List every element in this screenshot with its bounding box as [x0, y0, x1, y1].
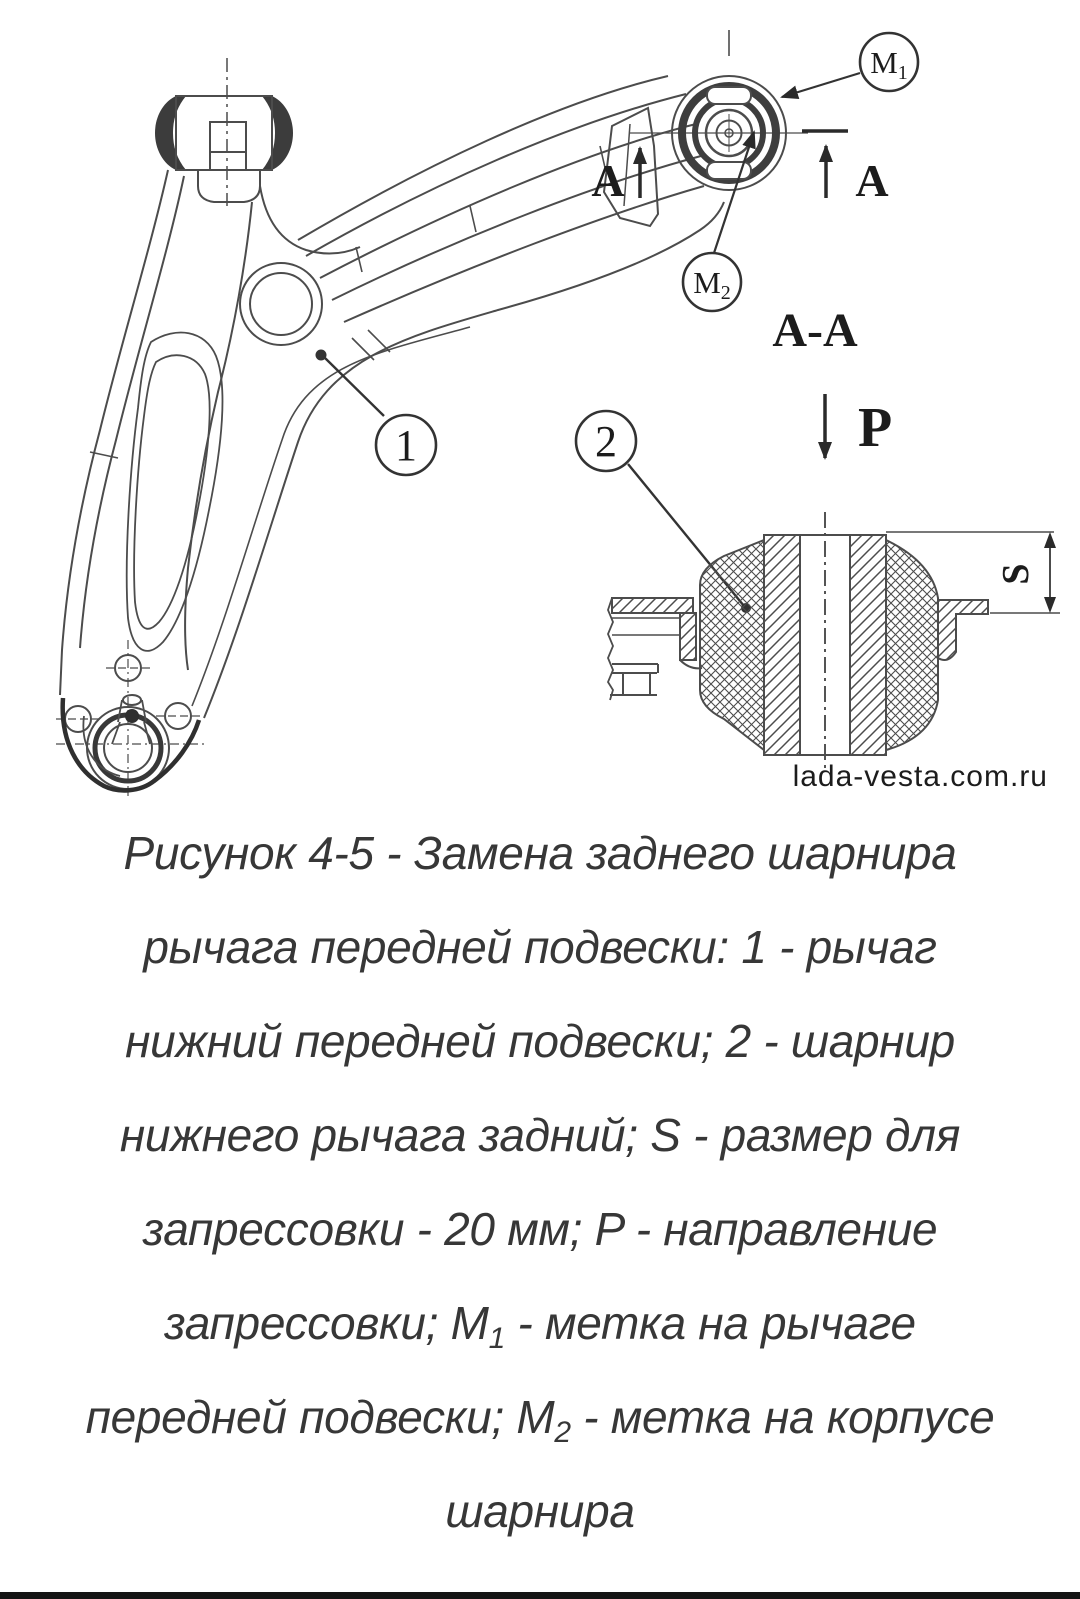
lightening-hole: [239, 262, 323, 346]
svg-text:M2: M2: [693, 265, 731, 304]
arm-bracket-section: [606, 597, 703, 701]
press-force-label: P: [858, 397, 892, 459]
section-view-label: A-A: [772, 304, 858, 357]
mark-m2-callout: M2: [681, 130, 756, 313]
arm-web-edge-inner: [191, 326, 471, 707]
technical-drawing: 1 2 M1 M2 A A A-A P: [56, 30, 1060, 796]
figure-caption: Рисунок 4-5 - Замена заднего шарнира рыч…: [0, 806, 1080, 1558]
ball-joint: [56, 640, 205, 796]
watermark: lada-vesta.com.ru: [793, 760, 1048, 793]
callout-1: 1: [315, 349, 438, 477]
svg-text:M1: M1: [870, 45, 908, 84]
press-arrow: P: [818, 394, 892, 770]
mounting-plate: [602, 106, 660, 228]
bushing-sleeve-left: [763, 534, 801, 756]
arm-outer-edge: [59, 169, 169, 696]
arm-inner-edge: [184, 201, 253, 671]
caption-line-2: рычага передней подвески: 1 - рычаг: [143, 921, 937, 973]
section-cut-arrows: A A: [591, 129, 889, 206]
caption-line-3: нижний передней подвески; 2 - шарнир: [125, 1015, 955, 1067]
bushing-rubber-right: [885, 538, 939, 752]
control-arm-body: [56, 30, 808, 796]
subframe-flange: [937, 599, 989, 661]
caption-line-1: Рисунок 4-5 - Замена заднего шарнира: [123, 827, 957, 879]
arm-upper-band: [297, 75, 705, 361]
arm-web-edge: [203, 201, 725, 719]
bushing-rubber-left: [699, 538, 765, 753]
caption-line-5: запрессовки - 20 мм; P - направление: [142, 1203, 938, 1255]
callout-2: 2: [574, 409, 751, 613]
press-depth-label: S: [995, 563, 1037, 584]
caption-line-4: нижнего рычага задний; S - размер для: [119, 1109, 961, 1161]
arm-flange-line: [79, 175, 185, 649]
caption-line-7: передней подвески; M2 - метка на корпусе: [85, 1391, 995, 1449]
rear-pivot-eye: [629, 30, 808, 191]
callout-2-number: 2: [595, 417, 617, 466]
caption-line-8: шарнира: [445, 1485, 635, 1537]
s-dimension: S: [886, 531, 1060, 614]
mark-m1-callout: M1: [780, 31, 920, 99]
bushing-sleeve-right: [849, 534, 887, 756]
cut-letter-right: A: [855, 155, 888, 206]
callout-1-number: 1: [395, 421, 417, 470]
caption-line-6: запрессовки; M1 - метка на рычаге: [164, 1297, 916, 1355]
front-bushing: [155, 58, 293, 206]
arm-pocket: [125, 331, 224, 652]
cut-letter-left: A: [591, 155, 624, 206]
bottom-bar: [0, 1592, 1080, 1599]
section-view: S: [606, 531, 1060, 756]
saddle-curve: [259, 185, 361, 255]
